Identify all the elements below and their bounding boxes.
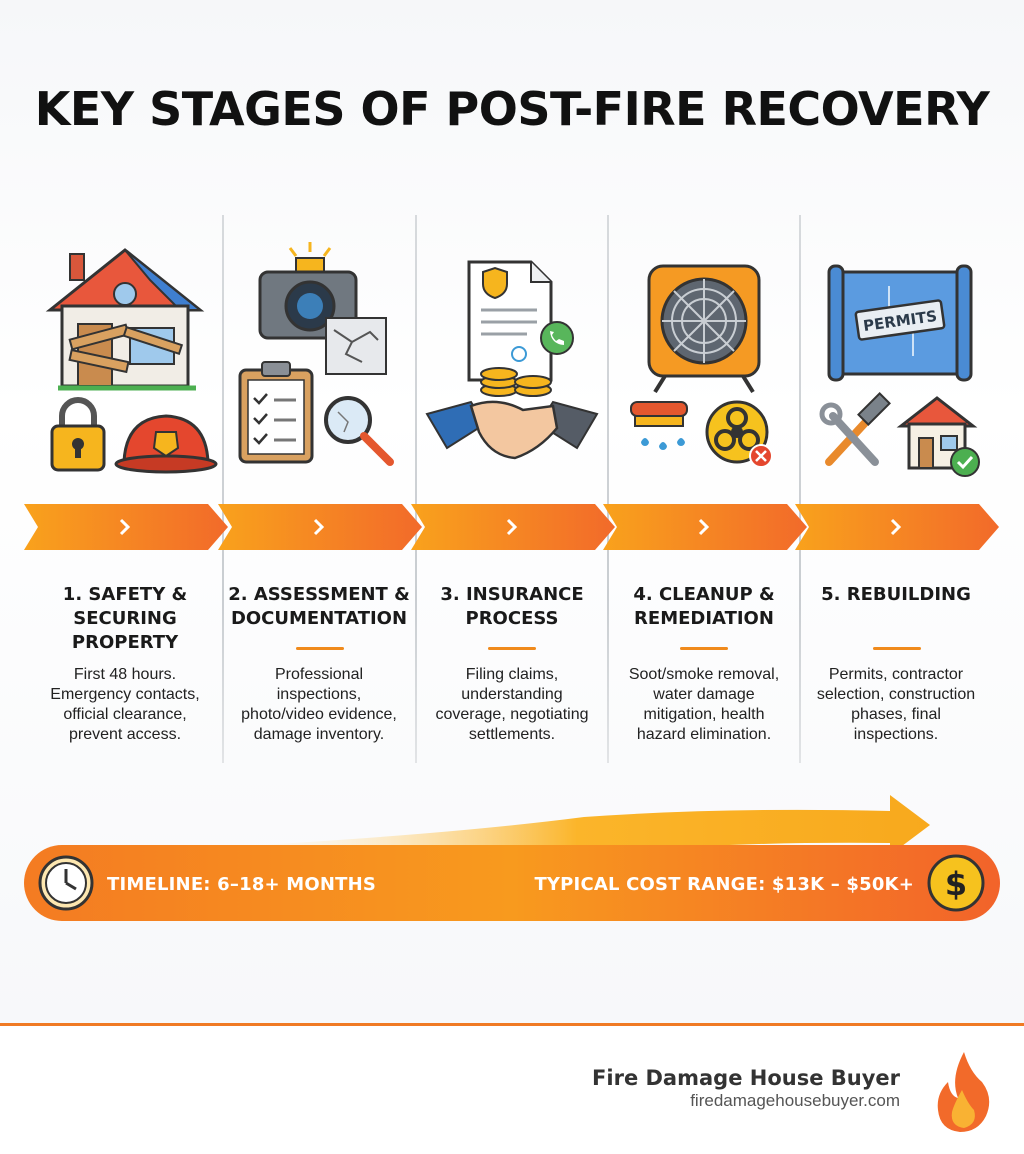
column-divider [799, 215, 801, 763]
dollar-coin-icon: $ [927, 854, 985, 912]
brand-name: Fire Damage House Buyer [592, 1066, 900, 1090]
column-divider [607, 215, 609, 763]
footer-divider [0, 1023, 1024, 1026]
cracked-wall-icon [325, 317, 387, 375]
chevron-right-icon [119, 518, 131, 536]
stage-4-rule [680, 647, 728, 650]
stage-3-description: Filing claims, understanding coverage, n… [435, 666, 589, 743]
stage-2-illustration [224, 232, 414, 482]
column-divider [415, 215, 417, 763]
chevron-right-icon [890, 518, 902, 536]
stage-1-title: 1. SAFETY & SECURING PROPERTY [62, 584, 188, 653]
stage-2-title: 2. ASSESSMENT & DOCUMENTATION [228, 584, 410, 629]
flame-logo-icon [937, 1052, 990, 1132]
timeline-band [24, 845, 1000, 921]
page-title: KEY STAGES OF POST-FIRE RECOVERY [34, 82, 990, 136]
blueprint-icon: PERMITS [827, 264, 973, 382]
stage-1-illustration [30, 232, 220, 482]
stage-1-description: First 48 hours. Emergency contacts, offi… [50, 666, 200, 743]
firefighter-helmet-icon [114, 414, 218, 474]
timeline-bar: $ [24, 795, 1000, 921]
industrial-fan-icon [647, 264, 761, 394]
stage-5-illustration: PERMITS [801, 232, 991, 482]
stage-5-title: 5. REBUILDING [821, 584, 971, 605]
stage-2-rule [296, 647, 344, 650]
padlock-icon [50, 397, 106, 472]
timeline-label: TIMELINE: 6–18+ MONTHS [107, 874, 377, 895]
magnifier-icon [324, 396, 394, 466]
chevron-right-icon [506, 518, 518, 536]
damaged-house-icon [45, 248, 205, 391]
chevron-right-icon [698, 518, 710, 536]
stage-4-illustration [609, 232, 799, 482]
stage-3-rule [488, 647, 536, 650]
phone-icon [540, 321, 574, 355]
stage-2-description: Professional inspections, photo/video ev… [241, 666, 397, 743]
column-divider [222, 215, 224, 763]
stage-3-illustration [417, 232, 607, 482]
biohazard-icon [705, 400, 773, 468]
chevron-right-icon [313, 518, 325, 536]
checklist-clipboard-icon [238, 361, 314, 464]
stage-5-description: Permits, contractor selection, construct… [816, 666, 976, 743]
stage-5-rule [873, 647, 921, 650]
handshake-icon [425, 400, 599, 460]
coins-icon [480, 367, 552, 397]
stage-3-title: 3. INSURANCE PROCESS [440, 584, 584, 629]
approved-house-icon [896, 396, 980, 477]
insurance-document-icon [467, 260, 553, 382]
clock-icon [38, 855, 94, 911]
stage-4-description: Soot/smoke removal, water damage mitigat… [628, 666, 780, 743]
dollar-symbol: $ [945, 865, 967, 903]
cost-range-label: TYPICAL COST RANGE: $13K – $50K+ [534, 874, 914, 895]
stage-arrow-band [24, 504, 999, 550]
brand-url[interactable]: firedamagehousebuyer.com [690, 1091, 900, 1110]
hammer-wrench-icon [819, 392, 891, 466]
camera-icon [258, 242, 358, 340]
stage-4-title: 4. CLEANUP & REMEDIATION [633, 584, 775, 629]
scrub-brush-icon [630, 401, 688, 450]
